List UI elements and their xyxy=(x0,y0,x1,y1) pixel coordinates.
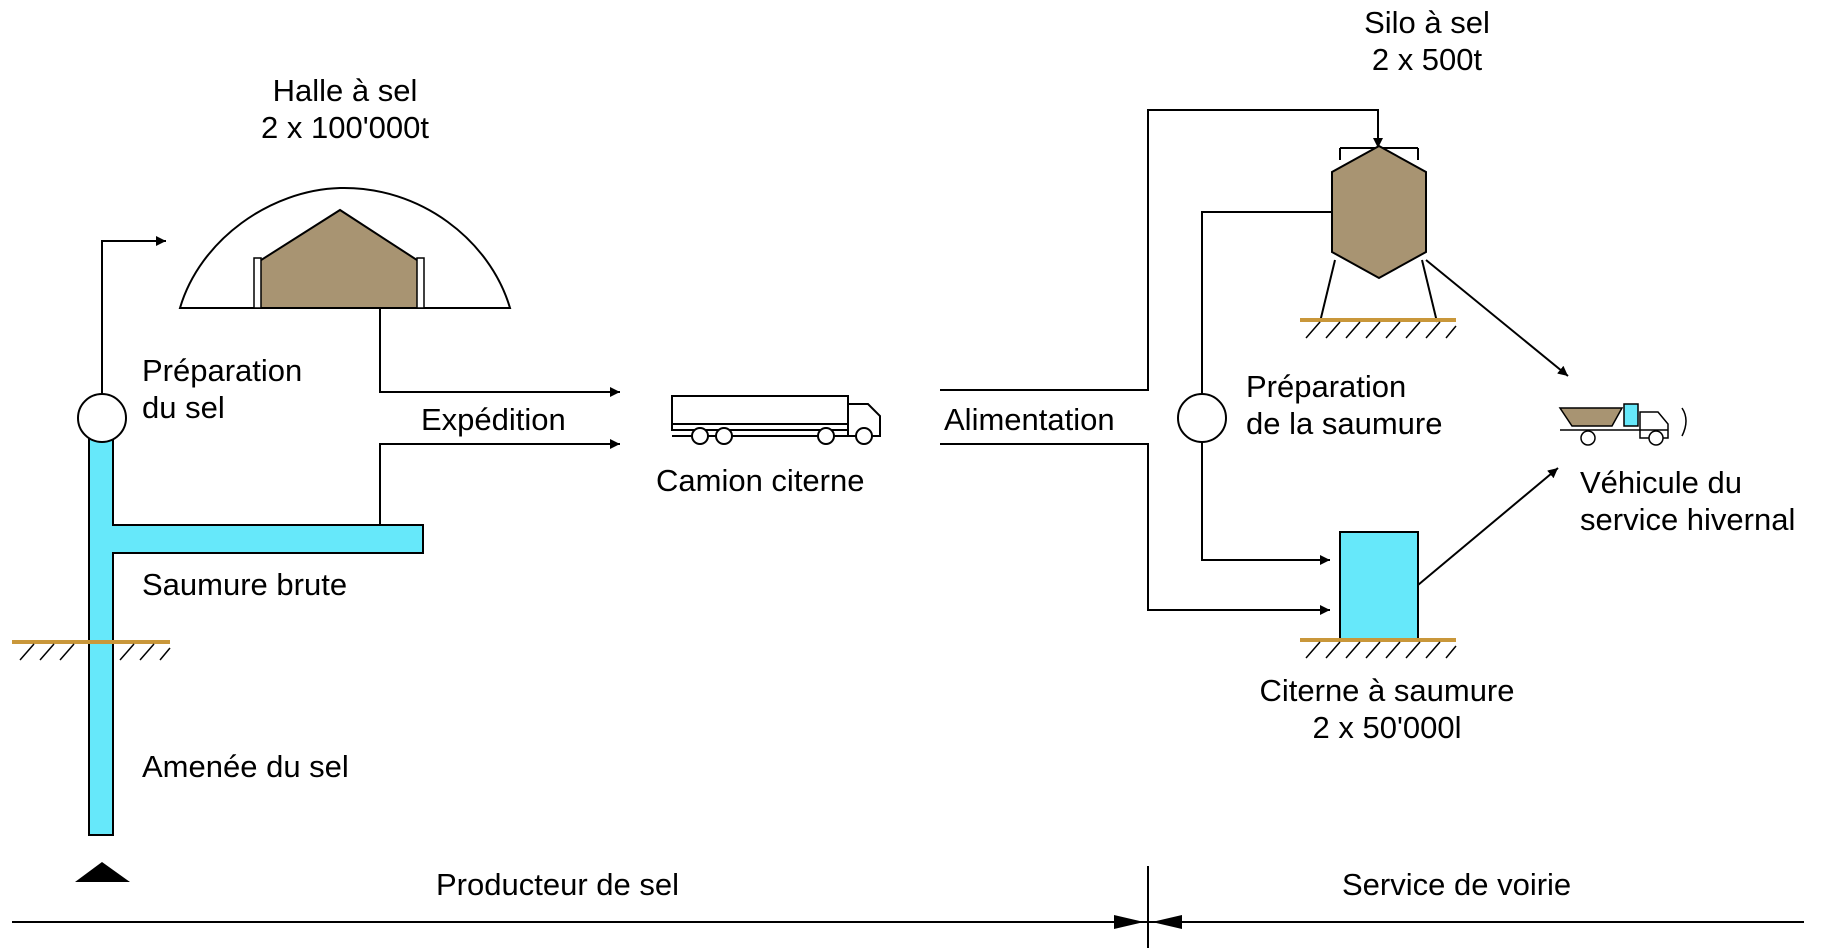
brine-prep-label-line1: Préparation xyxy=(1246,369,1407,404)
arrow-tank-to-vehicle xyxy=(1417,467,1559,586)
ground-tank xyxy=(1300,638,1457,659)
line-feed-to-tank xyxy=(940,443,1330,615)
brine-prep-label: Préparation de la saumure xyxy=(1246,368,1442,442)
tanker-truck-label: Camion citerne xyxy=(656,463,865,498)
winter-vehicle-label-line2: service hivernal xyxy=(1580,502,1796,538)
brine-prep-node xyxy=(1177,393,1227,443)
line-prep-to-silo xyxy=(1201,211,1340,394)
salt-hall-label-line1: Halle à sel xyxy=(272,73,418,108)
raw-brine-pipe xyxy=(112,524,424,554)
ground-left xyxy=(12,640,171,661)
brine-tank-label-line1: Citerne à saumure xyxy=(1259,673,1515,708)
road-service-label: Service de voirie xyxy=(1342,867,1572,902)
brine-tank xyxy=(1339,531,1419,641)
salt-supply-pipe xyxy=(88,431,114,836)
salt-silo xyxy=(1319,144,1438,323)
arrow-hall-to-truck xyxy=(379,308,620,397)
salt-hall-label: Halle à sel 2 x 100'000t xyxy=(261,72,429,146)
feed-label: Alimentation xyxy=(944,402,1115,437)
salt-hall-label-line2: 2 x 100'000t xyxy=(261,110,429,146)
salt-silo-label: Silo à sel 2 x 500t xyxy=(1364,4,1490,78)
salt-silo-label-line2: 2 x 500t xyxy=(1371,42,1483,78)
salt-producer-label: Producteur de sel xyxy=(436,867,679,902)
salt-prep-label-line1: Préparation xyxy=(142,353,303,388)
line-feed-to-silo xyxy=(940,109,1383,391)
arrow-silo-to-vehicle xyxy=(1425,259,1569,377)
salt-prep-label: Préparation du sel xyxy=(142,352,302,426)
winter-vehicle-label: Véhicule du service hivernal xyxy=(1580,464,1795,538)
arrow-brine-to-truck xyxy=(379,439,620,525)
salt-prep-node xyxy=(77,393,127,443)
brine-tank-label-line2: 2 x 50'000l xyxy=(1312,710,1462,746)
raw-brine-label: Saumure brute xyxy=(142,567,348,602)
shipping-label: Expédition xyxy=(421,402,566,437)
brine-prep-label-line2: de la saumure xyxy=(1246,406,1443,442)
arrow-prep-to-tank xyxy=(1201,442,1330,565)
salt-prep-label-line2: du sel xyxy=(142,390,225,426)
winter-vehicle-icon xyxy=(1558,403,1687,446)
ground-silo xyxy=(1300,318,1457,339)
salt-hall-wall-right xyxy=(416,257,425,309)
sector-divider xyxy=(12,866,1804,948)
salt-supply-label: Amenée du sel xyxy=(142,749,349,784)
arrow-prep-to-hall xyxy=(101,236,166,394)
winter-vehicle-label-line1: Véhicule du xyxy=(1580,465,1743,500)
salt-source-triangle xyxy=(75,862,130,882)
tanker-truck-icon xyxy=(671,395,881,445)
pipe-junction-fill xyxy=(90,526,114,552)
brine-tank-label: Citerne à saumure 2 x 50'000l xyxy=(1259,672,1514,746)
salt-silo-label-line1: Silo à sel xyxy=(1364,5,1490,40)
salt-hall-wall-left xyxy=(253,257,262,309)
